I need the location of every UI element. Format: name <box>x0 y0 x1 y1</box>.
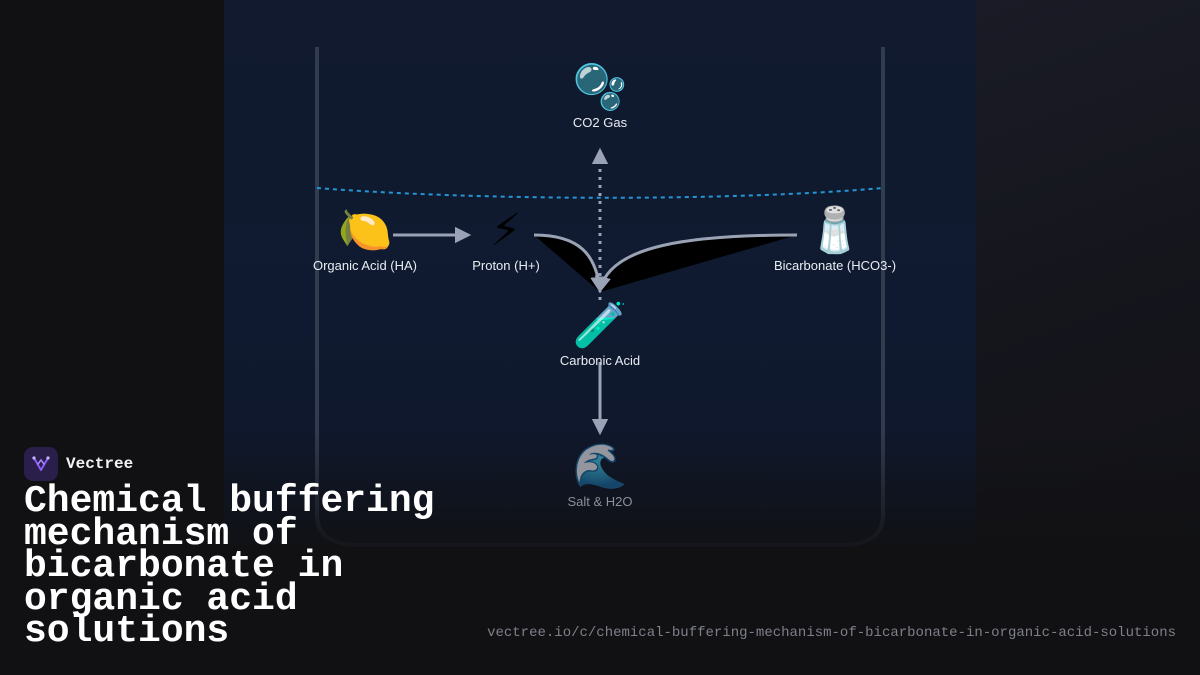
node-label: Bicarbonate (HCO3-) <box>773 258 897 273</box>
test-tube-icon: 🧪 <box>572 301 628 350</box>
salt-shaker-icon: 🧂 <box>807 206 863 255</box>
wave-icon: 🌊 <box>572 442 628 491</box>
node-organic-acid: 🍋 Organic Acid (HA) <box>275 206 455 273</box>
page-title: Chemical buffering mechanism of bicarbon… <box>24 480 435 653</box>
brand[interactable]: Vectree <box>24 447 133 481</box>
lemon-icon: 🍋 <box>337 206 393 255</box>
node-label: Carbonic Acid <box>559 353 641 368</box>
node-label: CO2 Gas <box>572 115 628 130</box>
node-carbonic-acid: 🧪 Carbonic Acid <box>510 301 690 368</box>
node-salt-water: 🌊 Salt & H2O <box>510 442 690 509</box>
bubbles-icon: 🫧 <box>572 63 628 112</box>
node-proton: ⚡ Proton (H+) <box>416 206 596 273</box>
node-label: Organic Acid (HA) <box>312 258 418 273</box>
arrow-bicarbonate-to-carbonic <box>594 233 798 294</box>
brand-name: Vectree <box>66 455 134 473</box>
curve-bicarbonate-to-carbonic <box>600 235 797 292</box>
liquid-surface-line <box>316 187 884 199</box>
vectree-logo-icon <box>24 447 58 481</box>
node-label: Proton (H+) <box>472 258 540 273</box>
node-co2-gas: 🫧 CO2 Gas <box>510 63 690 130</box>
lightning-icon: ⚡ <box>490 206 522 255</box>
node-bicarbonate: 🧂 Bicarbonate (HCO3-) <box>745 206 925 273</box>
curve-proton-to-carbonic <box>534 235 600 292</box>
page-url[interactable]: vectree.io/c/chemical-buffering-mechanis… <box>487 625 1176 641</box>
node-label: Salt & H2O <box>567 494 633 509</box>
